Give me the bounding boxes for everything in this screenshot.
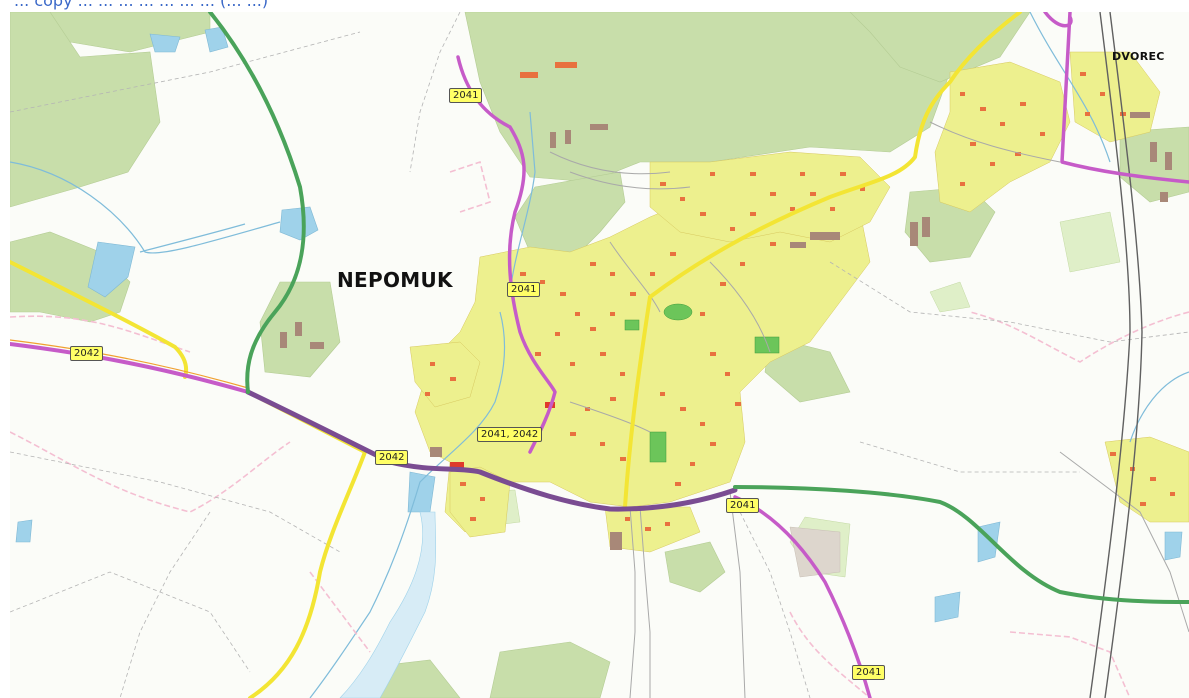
minor-paths (10, 12, 1189, 698)
road-label-2041-2042: 2041, 2042 (477, 427, 543, 442)
large-buildings (280, 112, 1172, 578)
roads (10, 12, 1189, 698)
water-bodies (15, 26, 1183, 623)
road-label-2042-south: 2042 (375, 450, 409, 465)
road-label-2041-center: 2041 (507, 282, 541, 297)
marsh-area (339, 511, 437, 698)
map-svg (10, 12, 1189, 698)
streams (10, 12, 1189, 698)
top-caption-strip: ... copy ... ... ... ... ... ... ... (..… (0, 0, 1189, 14)
road-label-2041-south: 2041 (852, 665, 886, 680)
local-roads (549, 121, 1189, 698)
town-label-dvorec: DVOREC (1112, 50, 1165, 63)
caption-text: ... copy ... ... ... ... ... ... ... (..… (14, 0, 269, 10)
railways (1089, 12, 1143, 698)
buildings (425, 62, 1175, 531)
road-label-2041-north: 2041 (449, 88, 483, 103)
road-label-2042-west: 2042 (70, 346, 104, 361)
town-label-nepomuk: NEPOMUK (337, 268, 453, 292)
map-canvas[interactable]: NEPOMUK DVOREC 2041 2041 2042 2041, 2042… (10, 12, 1189, 698)
road-label-2041-east: 2041 (726, 498, 760, 513)
